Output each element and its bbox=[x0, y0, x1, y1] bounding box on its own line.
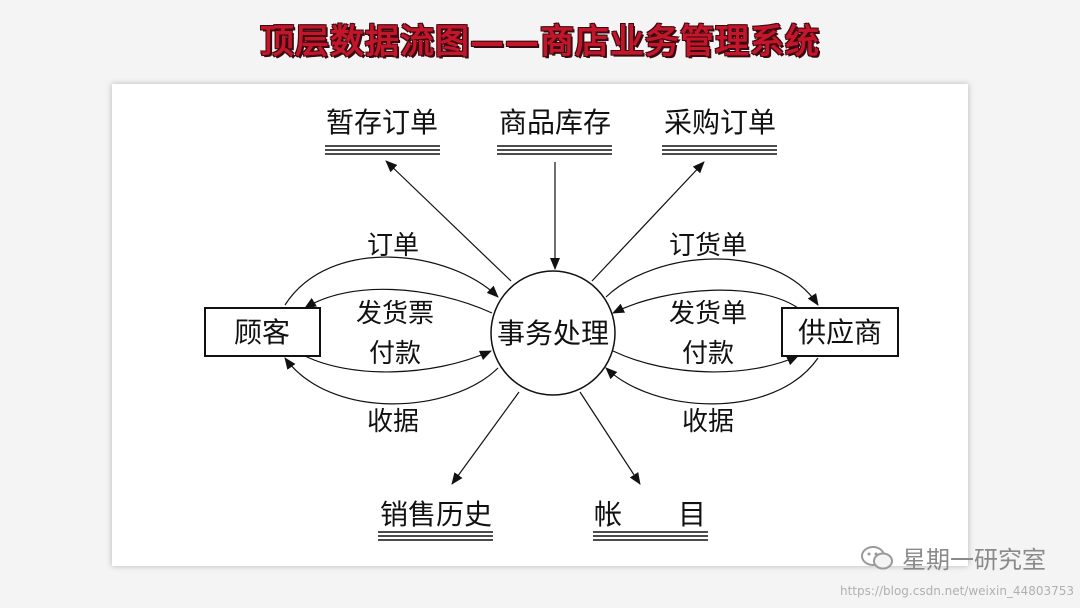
flow-label-receipt-right: 收据 bbox=[682, 407, 734, 437]
wechat-icon bbox=[861, 545, 893, 569]
flow-label-order: 订单 bbox=[367, 231, 419, 261]
flow-label-supplier-order: 订货单 bbox=[669, 231, 747, 261]
flow-customer-order bbox=[284, 256, 499, 306]
flow-label-receipt-left: 收据 bbox=[367, 407, 419, 437]
store-inventory-label: 商品库存 bbox=[499, 106, 611, 139]
flow-receipt-left bbox=[284, 357, 499, 405]
store-sales-history-lines bbox=[378, 531, 493, 541]
flow-to-accounts bbox=[579, 391, 641, 485]
watermark: 星期一研究室 bbox=[860, 540, 1046, 575]
store-purchase-orders-lines bbox=[662, 145, 777, 155]
entity-supplier-box bbox=[781, 307, 899, 357]
source-url: https://blog.csdn.net/weixin_44803753 bbox=[839, 584, 1074, 598]
store-accounts-label: 帐 目 bbox=[594, 498, 706, 531]
flow-label-payment-left: 付款 bbox=[369, 339, 421, 369]
flow-payment-right bbox=[612, 350, 799, 373]
store-inventory-lines bbox=[497, 145, 612, 155]
store-accounts-lines bbox=[593, 531, 708, 541]
flow-supplier-order bbox=[605, 258, 819, 306]
entity-customer-label: 顾客 bbox=[234, 316, 290, 349]
flow-label-delivery-note: 发货单 bbox=[669, 299, 747, 329]
flow-to-sales-history bbox=[451, 391, 520, 485]
store-sales-history-label: 销售历史 bbox=[380, 498, 492, 531]
entity-supplier-label: 供应商 bbox=[798, 316, 882, 349]
flow-to-purchase-orders bbox=[591, 161, 705, 282]
flow-label-invoice: 发货票 bbox=[356, 299, 434, 329]
flow-to-temp-orders bbox=[385, 160, 512, 282]
entity-customer-box bbox=[204, 307, 321, 357]
flow-payment-left bbox=[304, 350, 492, 373]
flow-receipt-right bbox=[605, 357, 819, 405]
page-title: 顶层数据流图——商店业务管理系统 bbox=[260, 22, 820, 62]
flow-invoice bbox=[304, 288, 493, 314]
store-temp-orders-label: 暂存订单 bbox=[326, 106, 438, 139]
store-purchase-orders-label: 采购订单 bbox=[664, 106, 776, 139]
process-label: 事务处理 bbox=[497, 317, 609, 350]
process-circle bbox=[490, 270, 616, 396]
flow-label-payment-right: 付款 bbox=[682, 339, 734, 369]
store-temp-orders-lines bbox=[325, 145, 440, 155]
flow-delivery-note bbox=[612, 289, 799, 314]
watermark-text: 星期一研究室 bbox=[902, 546, 1046, 574]
